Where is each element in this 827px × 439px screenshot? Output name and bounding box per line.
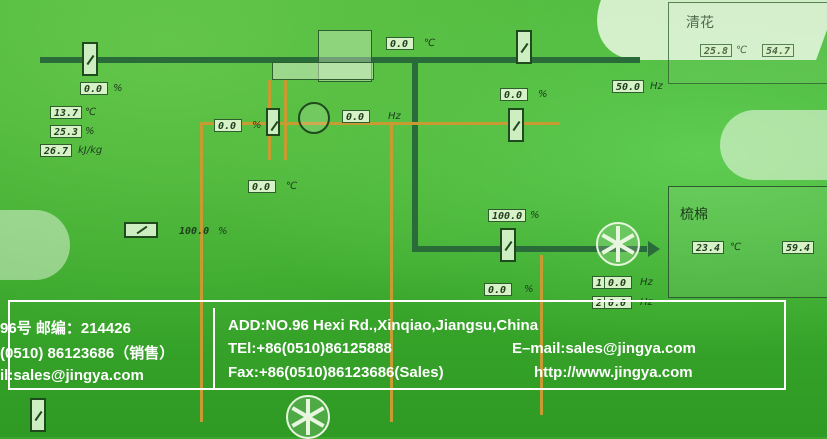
- pump-frequency-unit: Hz: [388, 111, 401, 122]
- supply-duct-vertical: [412, 57, 418, 252]
- damper-right-top-value: 0.0: [500, 88, 528, 101]
- left-percent-unit: %: [113, 83, 123, 94]
- fan1-frequency-unit: Hz: [640, 277, 653, 288]
- outdoor-enthalpy-unit: kJ/kg: [78, 145, 103, 156]
- fan1-frequency-value: 0.0: [604, 276, 632, 289]
- zone-humidity-value: 59.4: [782, 241, 815, 254]
- address-line: ADD:NO.96 Hexi Rd.,Xinqiao,Jiangsu,China: [228, 317, 539, 334]
- water-pipe-2: [284, 80, 287, 160]
- contact-info-frame: [8, 300, 786, 390]
- damper-mid: [500, 228, 516, 262]
- fan2-frequency-unit: Hz: [640, 297, 653, 308]
- right-frequency-value: 50.0: [612, 80, 645, 93]
- contact-info-divider: [213, 308, 215, 388]
- outdoor-humidity-unit: %: [85, 126, 95, 137]
- damper-mid-low-value: 0.0: [484, 283, 512, 296]
- outdoor-enthalpy-value: 26.7: [40, 144, 73, 157]
- water-temp-unit: ℃: [286, 181, 298, 192]
- left-percent-value: 0.0: [80, 82, 108, 95]
- top-right-panel-label: 清花: [686, 15, 714, 31]
- supply-arrow-icon: [648, 241, 660, 257]
- water-valve: [266, 108, 280, 136]
- top-right-humidity-value: 54.7: [762, 44, 795, 57]
- top-right-temp-value: 25.8: [700, 44, 733, 57]
- damper-bottom-left: [30, 398, 46, 432]
- zone-temp-unit: ℃: [730, 242, 742, 253]
- website-link[interactable]: http://www.jingya.com: [534, 364, 693, 381]
- pump-frequency-value: 0.0: [342, 110, 370, 123]
- cn-phone-line: (0510) 86123686（销售）: [0, 345, 175, 362]
- water-temp-value: 0.0: [248, 180, 276, 193]
- damper-right-top-unit: %: [538, 89, 548, 100]
- water-pipe-low: [540, 255, 543, 415]
- outdoor-temp-unit: ℃: [85, 107, 97, 118]
- outdoor-temp-value: 13.7: [50, 106, 83, 119]
- leaf-shape-left: [0, 210, 70, 280]
- damper-left-unit: %: [218, 226, 228, 237]
- water-pipe-top: [200, 122, 560, 125]
- email-line: E–mail:sales@jingya.com: [512, 340, 696, 357]
- leaf-shape-right: [720, 110, 827, 180]
- water-pump-icon: [298, 102, 330, 134]
- coil-unit: [272, 62, 374, 80]
- damper-right-second: [508, 108, 524, 142]
- right-frequency-unit: Hz: [650, 81, 663, 92]
- water-pipe-return: [200, 122, 203, 422]
- fax-line: Fax:+86(0510)86123686(Sales): [228, 364, 444, 381]
- damper-mid-low-unit: %: [524, 284, 534, 295]
- damper-right-top: [516, 30, 532, 64]
- cn-address-line: 96号 邮编：214426: [0, 320, 131, 337]
- damper-left-mid: [124, 222, 158, 238]
- valve-percent-value: 0.0: [214, 119, 242, 132]
- damper-mid-unit: %: [530, 210, 540, 221]
- top-right-temp-unit: ℃: [736, 45, 748, 56]
- valve-percent-unit: %: [252, 120, 262, 131]
- supply-fan-icon: [596, 222, 640, 266]
- main-air-duct: [40, 57, 640, 63]
- damper-mid-value: 100.0: [488, 209, 527, 222]
- top-temp-unit: ℃: [424, 38, 436, 49]
- outdoor-humidity-value: 25.3: [50, 125, 83, 138]
- zone-temp-value: 23.4: [692, 241, 725, 254]
- cn-email-line: il:sales@jingya.com: [0, 367, 144, 384]
- top-temp-value: 0.0: [386, 37, 414, 50]
- water-pipe-mid: [390, 122, 393, 422]
- fan2-frequency-value: 0.0: [604, 296, 632, 309]
- supply-duct-horizontal: [412, 246, 647, 252]
- top-right-panel: [668, 2, 827, 84]
- damper-left-value: 100.0: [179, 226, 210, 237]
- damper-left-top: [82, 42, 98, 76]
- telephone-line: TEl:+86(0510)86125888: [228, 340, 392, 357]
- bottom-fan-icon: [286, 395, 330, 439]
- carding-zone-label: 梳棉: [680, 207, 708, 223]
